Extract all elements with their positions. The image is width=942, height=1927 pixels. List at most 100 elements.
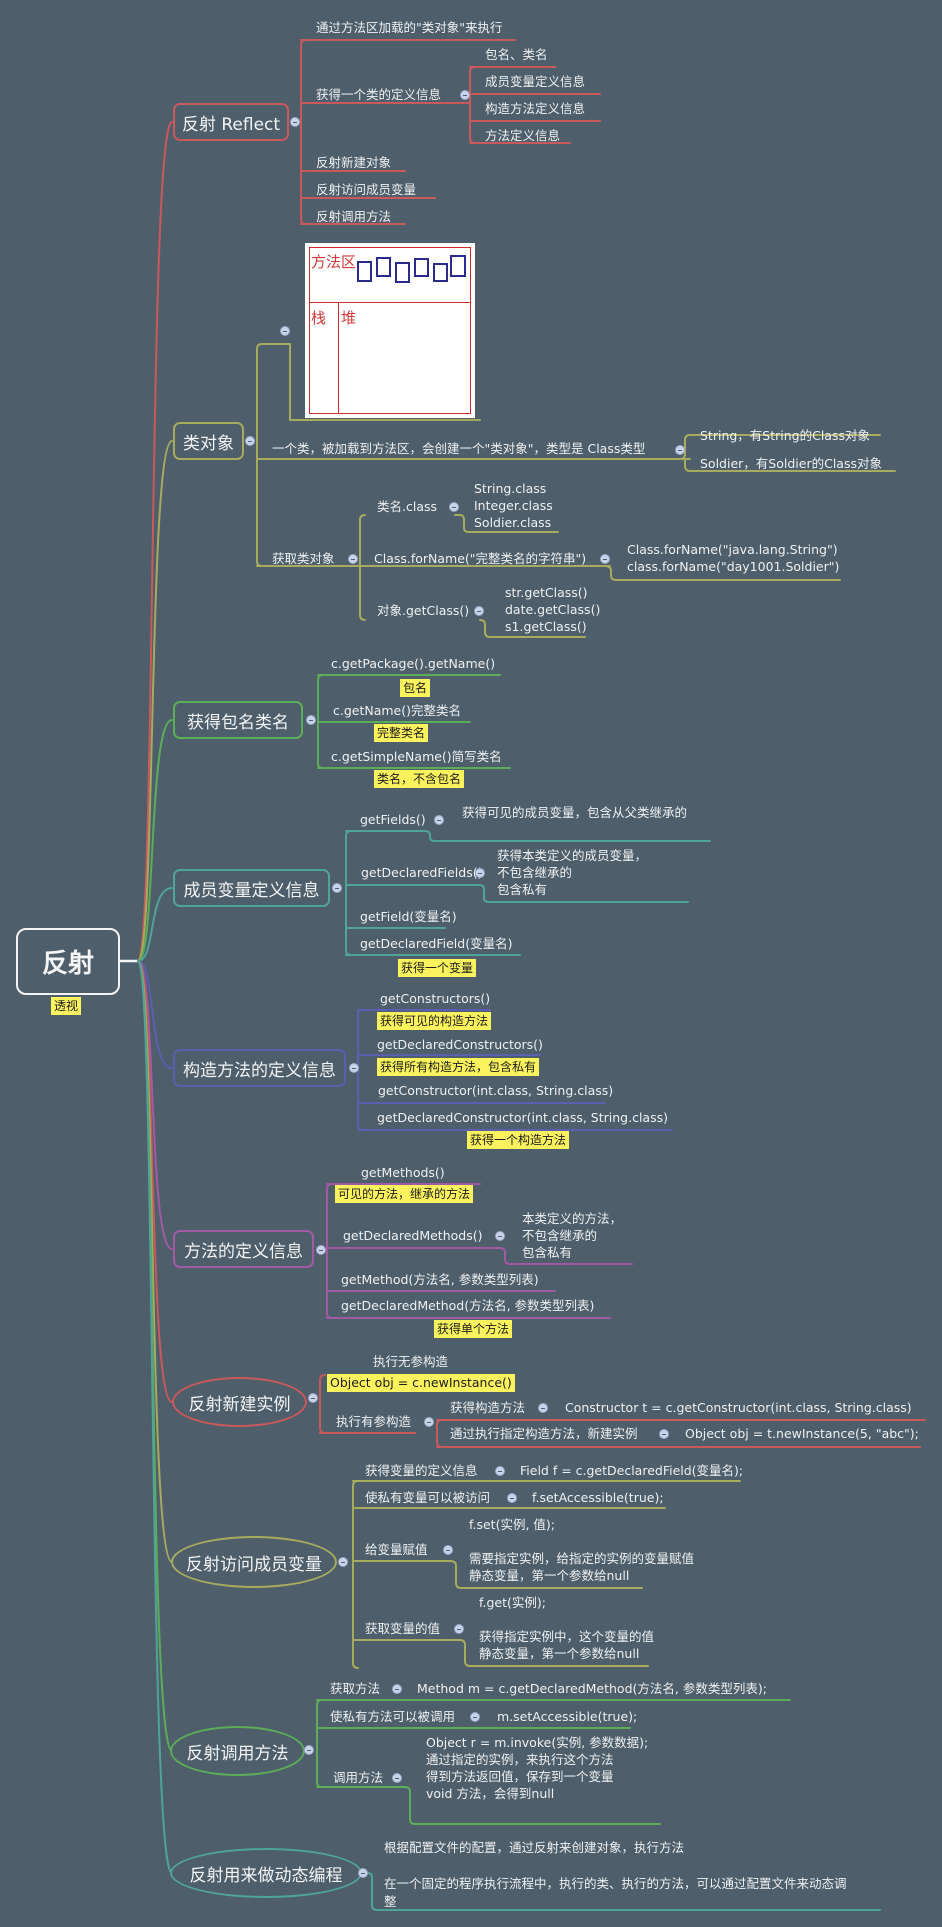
- branch-trunk: [359, 514, 366, 621]
- reflect-item: 通过方法区加载的"类对象"来执行: [316, 20, 503, 35]
- topic-package-name[interactable]: 获得包名类名: [173, 701, 303, 739]
- topic-constructors-title: 构造方法的定义信息: [183, 1060, 336, 1081]
- way-examples: String.class Integer.class Soldier.class: [474, 481, 553, 530]
- definition-item: 成员变量定义信息: [485, 74, 586, 89]
- collapse-icon[interactable]: [338, 1557, 348, 1567]
- collapse-icon[interactable]: [470, 1712, 480, 1722]
- access-item: 获取变量的值: [365, 1621, 441, 1636]
- collapse-icon[interactable]: [449, 502, 459, 512]
- reflect-item: 反射调用方法: [316, 209, 392, 224]
- collapse-icon[interactable]: [308, 1393, 318, 1403]
- branch-underline: [604, 565, 841, 581]
- access-detail: Field f = c.getDeclaredField(变量名);: [520, 1463, 744, 1478]
- topic-access-fields-title: 反射访问成员变量: [186, 1554, 322, 1575]
- class-object-desc: 一个类，被加载到方法区，会创建一个"类对象"，类型是 Class类型: [272, 441, 646, 456]
- methods-item: getMethod(方法名, 参数类型列表): [341, 1272, 539, 1287]
- package-item: c.getSimpleName()简写类名: [331, 749, 502, 764]
- topic-dynamic[interactable]: 反射用来做动态编程: [170, 1848, 362, 1898]
- memory-divider: [309, 302, 471, 303]
- collapse-icon[interactable]: [358, 1868, 368, 1878]
- access-item: 获得变量的定义信息: [365, 1463, 478, 1478]
- collapse-icon[interactable]: [475, 868, 485, 878]
- way-label: 类名.class: [377, 499, 438, 514]
- collapse-icon[interactable]: [392, 1773, 402, 1783]
- main-branch: [137, 960, 173, 1069]
- definition-item: 包名、类名: [485, 47, 548, 62]
- collapse-icon[interactable]: [392, 1684, 402, 1694]
- access-detail: f.get(实例); 获得指定实例中，这个变量的值 静态变量，第一个参数给nul…: [479, 1595, 655, 1661]
- collapse-icon[interactable]: [332, 883, 342, 893]
- collapse-icon[interactable]: [316, 1245, 326, 1255]
- fields-item: getFields(): [360, 812, 426, 827]
- access-item: 给变量赋值: [365, 1542, 428, 1557]
- topic-new-instance-title: 反射新建实例: [188, 1394, 291, 1415]
- package-note: 类名，不含包名: [374, 770, 465, 788]
- fields-item: getDeclaredFields(): [361, 865, 483, 880]
- reflect-item: 反射访问成员变量: [316, 182, 417, 197]
- collapse-icon[interactable]: [280, 326, 290, 336]
- no-arg-code-note: Object obj = c.newInstance(): [327, 1374, 515, 1392]
- collapse-icon[interactable]: [245, 436, 255, 446]
- collapse-icon[interactable]: [348, 554, 358, 564]
- collapse-icon[interactable]: [659, 1429, 669, 1439]
- with-arg-step: 通过执行指定构造方法，新建实例: [450, 1426, 638, 1441]
- collapse-icon[interactable]: [675, 445, 685, 455]
- constructors-item: getConstructor(int.class, String.class): [378, 1083, 614, 1098]
- fields-detail: 获得可见的成员变量，包含从父类继承的: [462, 805, 688, 820]
- way-label: 对象.getClass(): [377, 603, 470, 618]
- collapse-icon[interactable]: [538, 1403, 548, 1413]
- collapse-icon[interactable]: [434, 815, 444, 825]
- invoke-item: 使私有方法可以被调用: [330, 1709, 456, 1724]
- branch-trunk: [300, 39, 307, 225]
- collapse-icon[interactable]: [304, 1745, 314, 1755]
- collapse-icon[interactable]: [443, 1545, 453, 1555]
- topic-class-object[interactable]: 类对象: [173, 422, 244, 460]
- root-topic[interactable]: 反射: [16, 928, 120, 995]
- invoke-item: 获取方法: [330, 1681, 381, 1696]
- class-block: [450, 255, 466, 277]
- topic-fields[interactable]: 成员变量定义信息: [173, 869, 330, 907]
- package-note: 完整类名: [374, 724, 429, 742]
- collapse-icon[interactable]: [306, 715, 316, 725]
- collapse-icon[interactable]: [454, 1624, 464, 1634]
- reflect-item: 获得一个类的定义信息: [316, 87, 442, 102]
- collapse-icon[interactable]: [495, 1466, 505, 1476]
- collapse-icon[interactable]: [474, 606, 484, 616]
- methods-detail: 本类定义的方法， 不包含继承的 包含私有: [522, 1211, 623, 1260]
- definition-item: 构造方法定义信息: [485, 101, 586, 116]
- main-branch: [137, 960, 173, 1250]
- invoke-detail: Object r = m.invoke(实例, 参数数据); 通过指定的实例，来…: [426, 1735, 649, 1801]
- topic-new-instance[interactable]: 反射新建实例: [172, 1377, 307, 1427]
- access-detail: f.set(实例, 值); 需要指定实例，给指定的实例的变量赋值 静态变量，第一…: [469, 1517, 695, 1583]
- invoke-item: 调用方法: [333, 1770, 384, 1785]
- topic-access-fields[interactable]: 反射访问成员变量: [171, 1536, 337, 1588]
- topic-dynamic-title: 反射用来做动态编程: [189, 1865, 343, 1886]
- collapse-icon[interactable]: [507, 1493, 517, 1503]
- definition-item: 方法定义信息: [485, 128, 561, 143]
- constructors-item: getDeclaredConstructors(): [377, 1037, 543, 1052]
- collapse-icon[interactable]: [424, 1417, 434, 1427]
- access-detail: f.setAccessible(true);: [532, 1490, 664, 1505]
- topic-constructors[interactable]: 构造方法的定义信息: [173, 1049, 346, 1087]
- collapse-icon[interactable]: [460, 90, 470, 100]
- topic-methods[interactable]: 方法的定义信息: [173, 1230, 314, 1268]
- topic-reflect[interactable]: 反射 Reflect: [173, 103, 289, 141]
- fields-detail: 获得本类定义的成员变量， 不包含继承的 包含私有: [497, 848, 648, 897]
- collapse-icon[interactable]: [600, 554, 610, 564]
- branch-underline: [261, 343, 481, 421]
- collapse-icon[interactable]: [290, 117, 300, 127]
- topic-invoke-method[interactable]: 反射调用方法: [170, 1726, 305, 1776]
- reflect-item: 反射新建对象: [316, 155, 392, 170]
- class-object-child: Soldier，有Soldier的Class对象: [700, 456, 882, 471]
- way-label: Class.forName("完整类名的字符串"): [374, 551, 587, 566]
- main-branch: [137, 887, 173, 962]
- class-block: [395, 262, 410, 283]
- with-arg-code: Constructor t = c.getConstructor(int.cla…: [565, 1400, 912, 1415]
- fields-item: getDeclaredField(变量名): [360, 936, 513, 951]
- branch-trunk: [469, 66, 476, 144]
- branch-trunk: [436, 1419, 443, 1448]
- collapse-icon[interactable]: [349, 1063, 359, 1073]
- class-block: [357, 261, 372, 282]
- collapse-icon[interactable]: [495, 1231, 505, 1241]
